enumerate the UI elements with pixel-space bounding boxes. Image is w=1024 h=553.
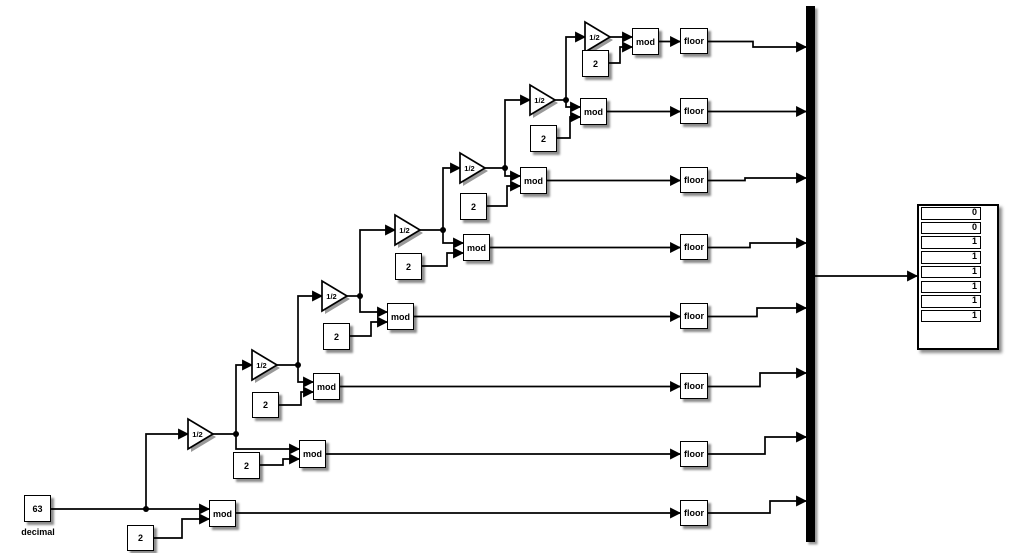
gain-label: 1/2 [192, 430, 203, 439]
constant-block-2[interactable]: 2 [323, 323, 350, 350]
constant-value: 2 [262, 400, 268, 410]
floor-label: floor [684, 242, 704, 252]
floor-block[interactable]: floor [680, 441, 708, 467]
gain-block-triangle[interactable] [584, 20, 612, 54]
display-field: 1 [921, 280, 981, 293]
floor-block[interactable]: floor [680, 303, 708, 329]
gain-block-triangle[interactable] [394, 213, 422, 247]
constant-block-2[interactable]: 2 [530, 125, 557, 152]
mod-block[interactable]: mod [387, 303, 414, 330]
gain-block-triangle[interactable] [187, 417, 215, 451]
floor-block[interactable]: floor [680, 234, 708, 260]
constant-value: 2 [137, 533, 143, 543]
floor-label: floor [684, 508, 704, 518]
constant-block-2[interactable]: 2 [233, 452, 260, 479]
mod-block[interactable]: mod [299, 440, 326, 468]
mod-label: mod [213, 508, 232, 519]
mod-label: mod [524, 175, 543, 186]
mod-block[interactable]: mod [580, 98, 607, 125]
mod-label: mod [391, 311, 410, 322]
mod-label: mod [317, 381, 336, 392]
display-field: 1 [921, 309, 981, 323]
gain-label: 1/2 [589, 33, 600, 42]
constant-block-2[interactable]: 2 [582, 50, 609, 77]
gain-label: 1/2 [399, 226, 410, 235]
gain-block-triangle[interactable] [251, 348, 279, 382]
constant-value: 63 [32, 503, 43, 514]
floor-label: floor [684, 381, 704, 391]
display-field: 1 [921, 236, 981, 249]
source-block-label: decimal [21, 527, 55, 537]
floor-block[interactable]: floor [680, 500, 708, 526]
display-block[interactable]: 0 0 1 1 1 1 1 1 [917, 204, 999, 350]
floor-block[interactable]: floor [680, 28, 708, 54]
display-field: 0 [921, 207, 981, 220]
floor-block[interactable]: floor [680, 373, 708, 399]
mod-label: mod [467, 242, 486, 253]
display-field: 1 [921, 265, 981, 279]
mod-label: mod [636, 36, 655, 47]
floor-label: floor [684, 311, 704, 321]
constant-value: 2 [470, 201, 476, 212]
floor-label: floor [684, 175, 704, 185]
gain-label: 1/2 [326, 292, 337, 301]
mod-label: mod [584, 106, 603, 117]
display-field: 1 [921, 251, 981, 264]
gain-label: 1/2 [256, 361, 267, 370]
gain-block-triangle[interactable] [529, 83, 557, 117]
gain-label: 1/2 [534, 96, 545, 105]
constant-value: 2 [405, 261, 411, 272]
constant-value: 2 [592, 58, 598, 69]
constant-value: 2 [540, 133, 546, 144]
mod-block[interactable]: mod [209, 500, 236, 527]
constant-value: 2 [333, 331, 339, 342]
floor-label: floor [684, 106, 704, 116]
display-field: 1 [921, 295, 981, 308]
floor-block[interactable]: floor [680, 167, 708, 193]
wire-branch1-to-gain2 [145, 428, 190, 509]
mod-block[interactable]: mod [520, 167, 547, 194]
constant-block-2[interactable]: 2 [127, 525, 154, 551]
display-field: 0 [921, 221, 981, 235]
mod-block[interactable]: mod [313, 373, 340, 400]
gain-block-triangle[interactable] [321, 279, 349, 313]
floor-block[interactable]: floor [680, 98, 708, 124]
gain-block-triangle[interactable] [459, 151, 487, 185]
mod-label: mod [303, 449, 322, 459]
mod-block[interactable]: mod [632, 28, 659, 55]
constant-value: 2 [243, 460, 249, 471]
constant-block-2[interactable]: 2 [395, 253, 422, 280]
mux-block[interactable] [806, 6, 815, 542]
floor-label: floor [684, 449, 704, 459]
floor-label: floor [684, 36, 704, 46]
mod-block[interactable]: mod [463, 234, 490, 261]
gain-label: 1/2 [464, 164, 475, 173]
constant-block-2[interactable]: 2 [252, 392, 279, 418]
constant-block-decimal[interactable]: 63 [24, 495, 51, 522]
constant-block-2[interactable]: 2 [460, 193, 487, 220]
